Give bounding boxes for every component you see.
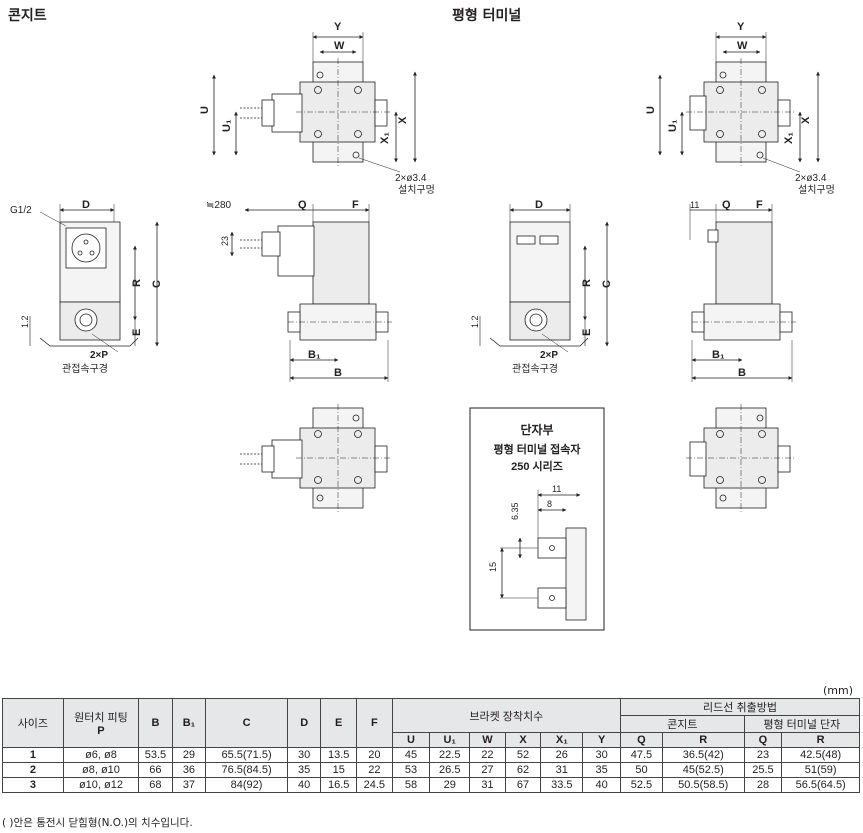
- view-conduit-side: [230, 204, 392, 382]
- view-terminal-side: [689, 204, 796, 382]
- dim-b-left: B: [334, 367, 342, 379]
- dim-x1-right: X₁: [783, 132, 795, 144]
- dim-r-left: R: [131, 279, 143, 287]
- view-terminal-end: [479, 204, 609, 353]
- port-label-left: 2×P: [90, 350, 108, 361]
- dim-d-right: D: [535, 199, 543, 211]
- th-terminal: 평형 터미널 단자: [743, 715, 861, 733]
- th-x: X: [504, 732, 542, 748]
- view-conduit-top: [212, 32, 417, 173]
- th-conduit: 콘지트: [620, 715, 745, 733]
- dim-c-right: C: [601, 280, 613, 288]
- dim-u-left: U: [199, 106, 211, 114]
- lead-length-label: ≒280: [206, 200, 232, 211]
- dim-d-left: D: [82, 199, 90, 211]
- title-conduit: 콘지트: [8, 8, 47, 24]
- th-lead: 리드선 취출방법: [620, 698, 860, 716]
- th-q2: Q: [743, 732, 783, 748]
- terminal-dim-11: 11: [552, 484, 561, 494]
- terminal-box-title: 단자부: [520, 422, 553, 437]
- terminal-detail-box: [469, 407, 605, 631]
- th-b1: B₁: [171, 698, 207, 748]
- table-note: ( )안은 통전시 닫힘형(N.O.)의 치수입니다.: [2, 817, 193, 829]
- dim-x-left: X: [397, 116, 409, 124]
- th-u1: U₁: [429, 732, 471, 748]
- port-desc-right: 관접속구경: [512, 362, 558, 375]
- th-w: W: [469, 732, 506, 748]
- dim-e-left: E: [131, 329, 143, 336]
- th-y: Y: [582, 732, 622, 748]
- th-u: U: [391, 732, 431, 748]
- terminal-dim-8: 8: [547, 499, 552, 509]
- dim-b1-left: B₁: [308, 349, 321, 361]
- view-conduit-end: [29, 204, 159, 353]
- th-bracket: 브라켓 장착치수: [391, 698, 622, 733]
- hole-label-left: 2×ø3.4: [395, 173, 427, 184]
- dim-y-right: Y: [737, 21, 745, 33]
- dim-c-left: C: [151, 280, 163, 288]
- th-size: 사이즈: [2, 698, 64, 748]
- view-conduit-bottom: [240, 404, 392, 512]
- th-x1: X₁: [540, 732, 584, 748]
- dim-b-right: B: [738, 367, 746, 379]
- th-e: E: [320, 698, 358, 748]
- dim-b1-right: B₁: [712, 349, 725, 361]
- dim-11-side: 11: [690, 200, 699, 210]
- dim-f-right: F: [756, 199, 763, 211]
- dim-1-2-right: 1.2: [470, 315, 480, 328]
- dim-x-right: X: [800, 116, 812, 124]
- unit-label: (mm): [822, 684, 853, 697]
- dim-e-right: E: [581, 329, 593, 336]
- dim-f-left: F: [352, 199, 359, 211]
- view-terminal-top: [658, 32, 820, 173]
- dim-w-right: W: [737, 40, 748, 52]
- th-f: F: [356, 698, 393, 748]
- terminal-box-subtitle: 평형 터미널 접속자: [493, 442, 581, 456]
- dim-u-right: U: [645, 106, 657, 114]
- port-desc-left: 관접속구경: [62, 362, 108, 375]
- hole-label-right: 2×ø3.4: [795, 173, 827, 184]
- th-q: Q: [620, 732, 663, 748]
- hole-desc-left: 설치구멍: [398, 184, 435, 196]
- title-terminal: 평형 터미널: [452, 8, 522, 24]
- dim-q-right: Q: [722, 199, 731, 211]
- th-d: D: [286, 698, 322, 748]
- dim-w-left: W: [334, 40, 345, 52]
- th-r: R: [661, 732, 745, 748]
- dim-1-2-left: 1.2: [20, 315, 30, 328]
- th-r2: R: [781, 732, 860, 748]
- th-c: C: [205, 698, 288, 748]
- terminal-box-series: 250 시리즈: [511, 459, 563, 473]
- dim-y-left: Y: [334, 21, 342, 33]
- dim-u1-right: U₁: [667, 119, 679, 132]
- technical-drawing: Y W U U₁ X X₁ 2×ø3.4 설치구멍 Y W U U₁ X X₁ …: [10, 21, 835, 631]
- terminal-dim-6-35: 6.35: [510, 502, 520, 520]
- view-terminal-bottom: [686, 404, 796, 512]
- terminal-dim-15: 15: [488, 562, 498, 572]
- dim-q-left: Q: [298, 199, 307, 211]
- th-b: B: [138, 698, 173, 748]
- hole-desc-right: 설치구멍: [798, 184, 835, 196]
- dim-23: 23: [220, 236, 230, 246]
- port-label-right: 2×P: [540, 350, 558, 361]
- dim-r-right: R: [581, 279, 593, 287]
- dim-x1-left: X₁: [379, 132, 391, 144]
- thread-label: G1/2: [10, 205, 32, 216]
- dim-u1-left: U₁: [221, 119, 233, 132]
